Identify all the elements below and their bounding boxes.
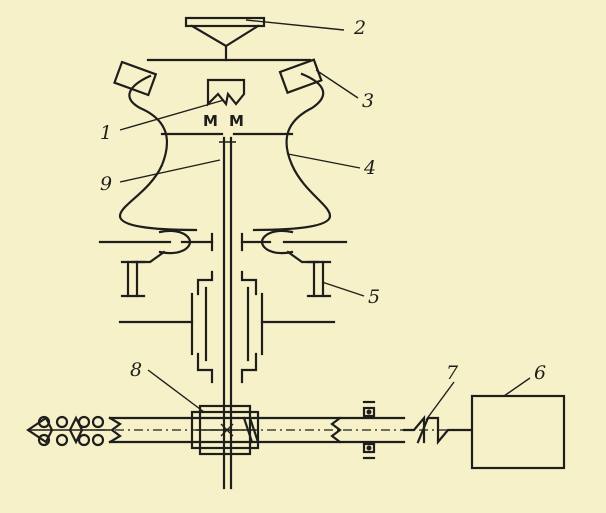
label-4: 4: [363, 157, 376, 179]
leader-lines: [119, 19, 531, 421]
svg-text:M: M: [229, 112, 244, 130]
label-7: 7: [446, 362, 459, 384]
left-roller: [113, 60, 158, 97]
left-rollers: [26, 415, 110, 447]
label-6: 6: [534, 362, 546, 384]
label-9: 9: [100, 173, 112, 195]
label-2: 2: [353, 17, 366, 39]
right-roller: [278, 58, 323, 95]
top-funnel: [184, 16, 266, 62]
gear-box: [190, 404, 260, 456]
drive-motor-box: [470, 394, 566, 470]
flyer-body: [118, 72, 332, 232]
shaft-coupling: [118, 270, 336, 384]
right-bearing: [362, 400, 376, 460]
shaft-coupling-7: [402, 414, 472, 446]
label-1: 1: [100, 122, 112, 144]
right-post: [306, 260, 332, 298]
svg-text:M: M: [203, 112, 218, 130]
label-3: 3: [362, 90, 374, 112]
left-post: [120, 260, 146, 298]
label-5: 5: [368, 286, 380, 308]
label-8: 8: [130, 359, 142, 381]
spindle-head: M M: [203, 78, 246, 130]
